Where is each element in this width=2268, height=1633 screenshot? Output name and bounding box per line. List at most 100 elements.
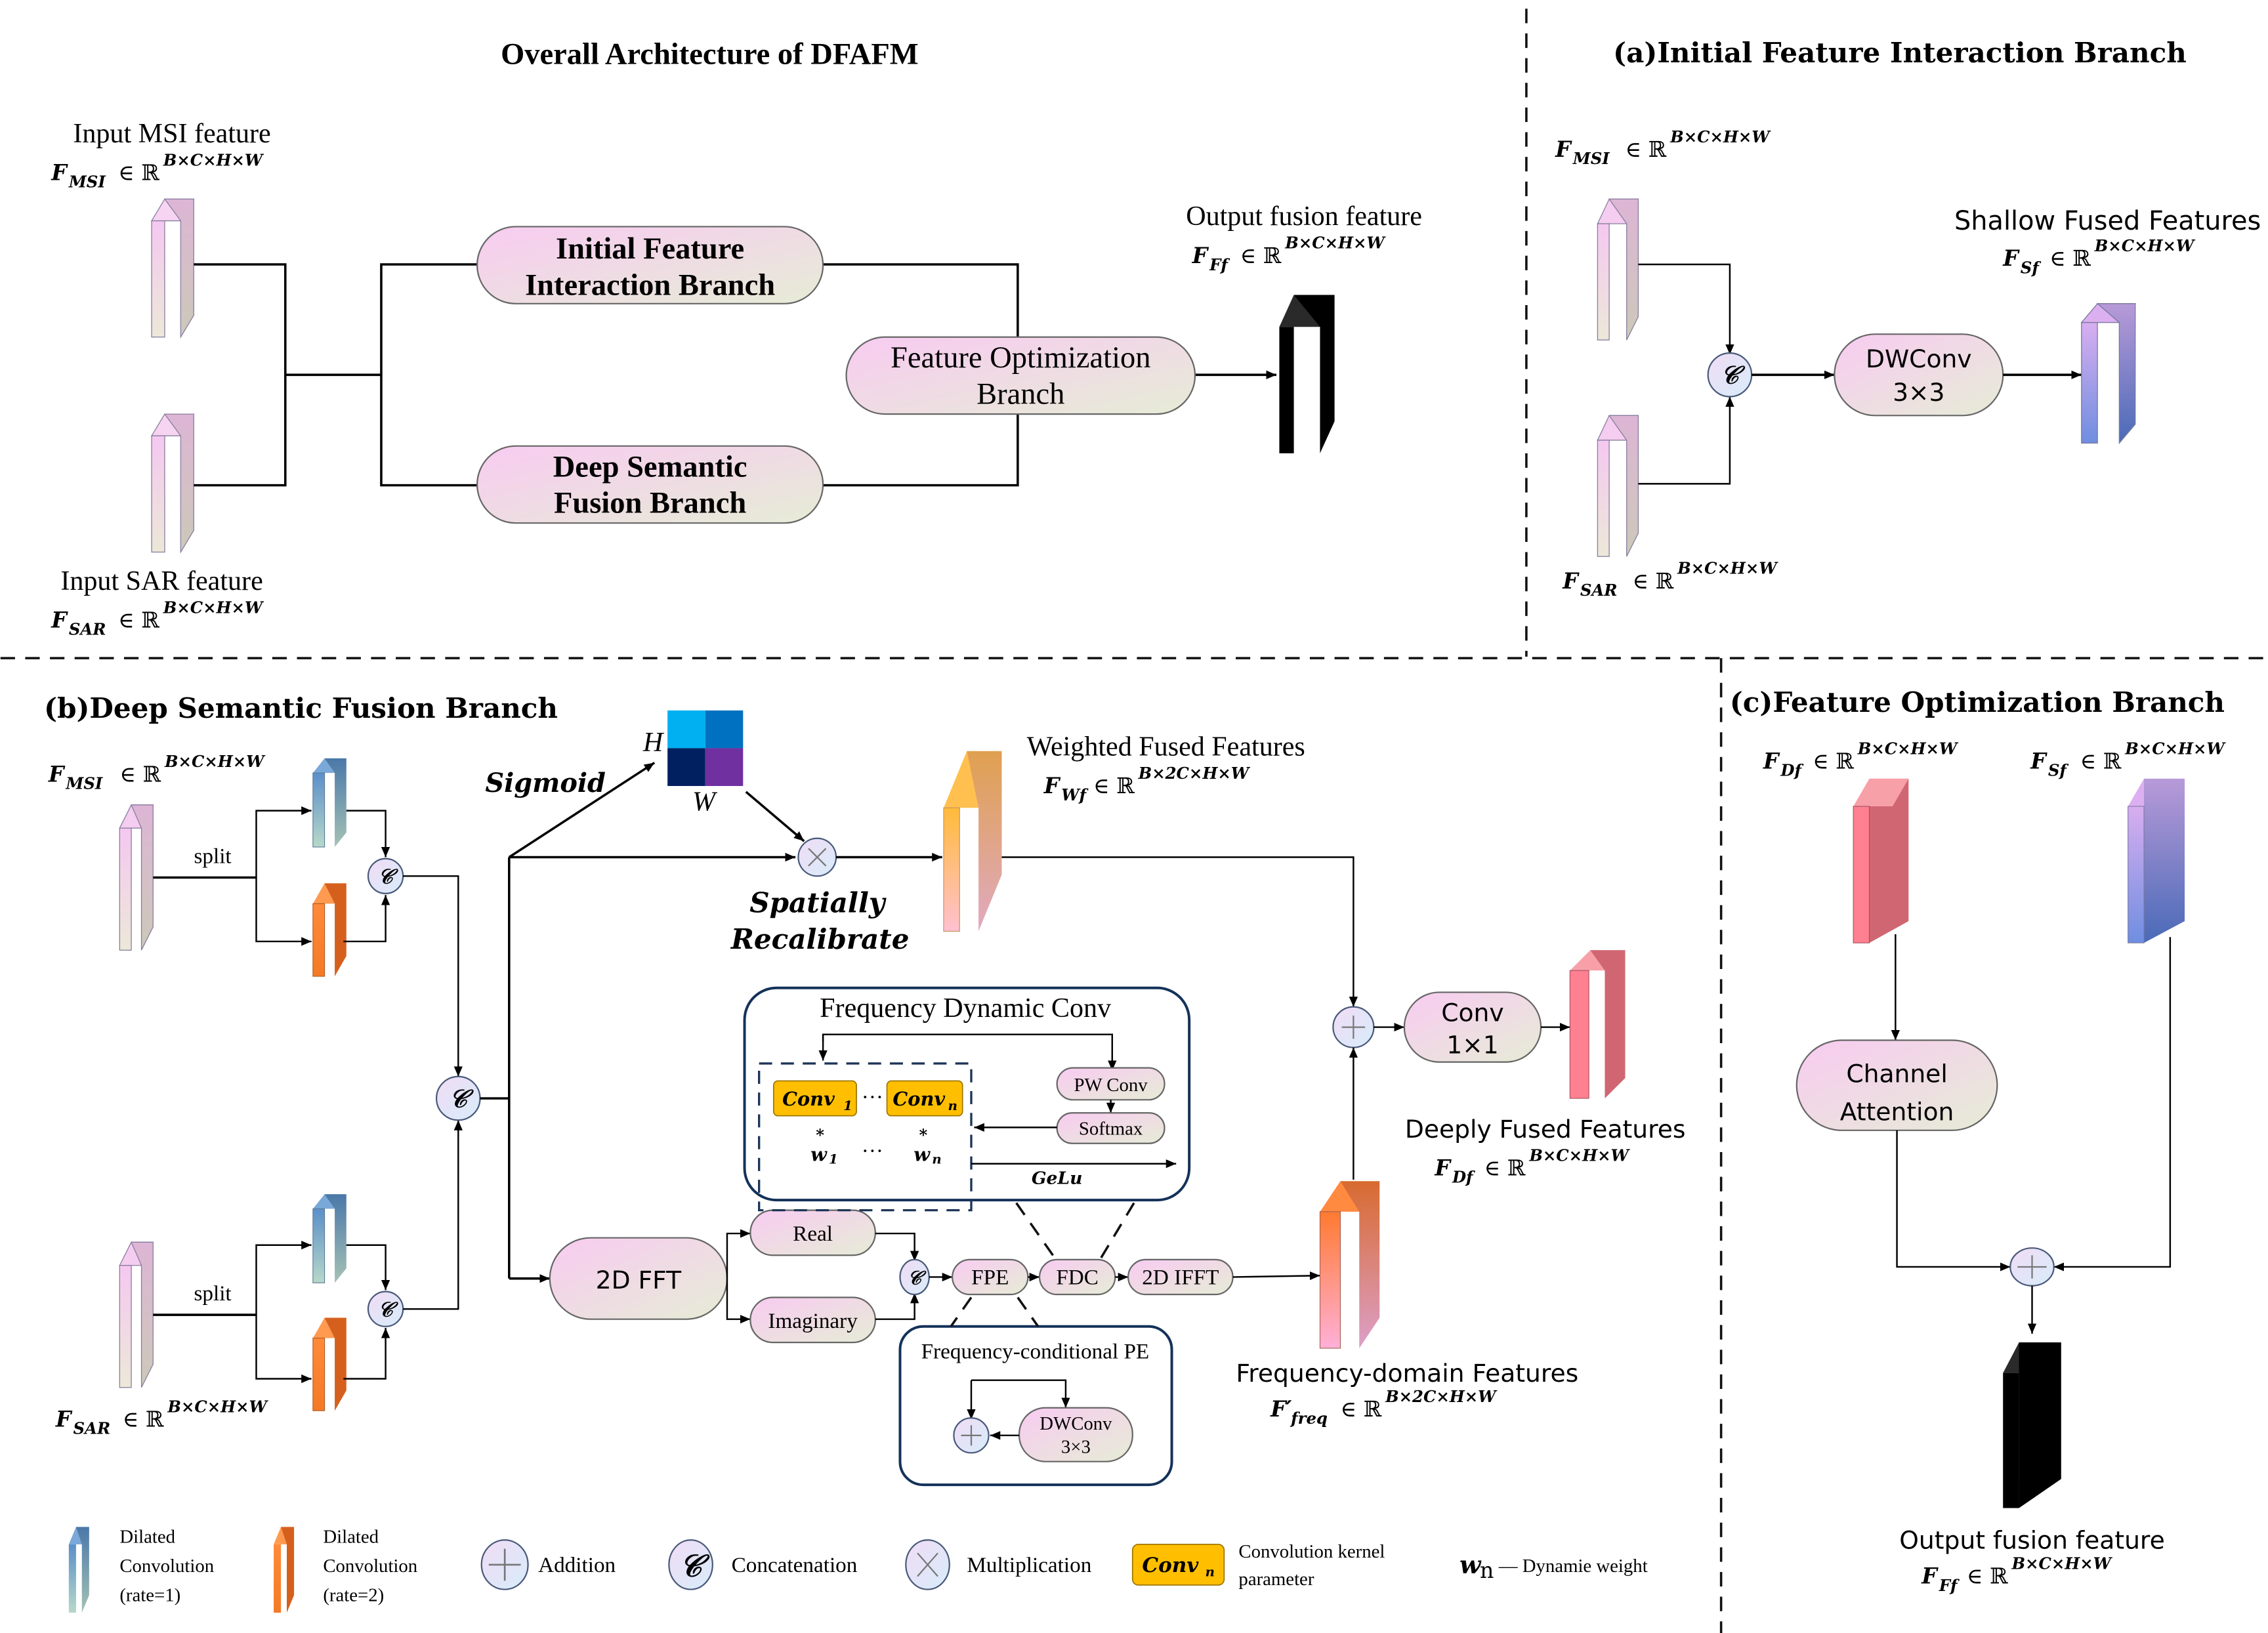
svg-text:DWConv: DWConv bbox=[1040, 1413, 1112, 1434]
svg-text:Multiplication: Multiplication bbox=[967, 1553, 1091, 1577]
panel-a-sar-formula: F SAR ∈ ℝ B×C×H×W bbox=[1562, 559, 1778, 600]
input-msi-label: Input MSI feature bbox=[73, 119, 270, 149]
svg-text:F: F bbox=[2030, 748, 2048, 774]
svg-text:Frequency-conditional PE: Frequency-conditional PE bbox=[921, 1339, 1150, 1363]
svg-text:SAR: SAR bbox=[73, 1419, 110, 1438]
svg-text:Convolution kernel: Convolution kernel bbox=[1238, 1541, 1385, 1562]
svg-text:1: 1 bbox=[829, 1151, 838, 1167]
svg-text:Sf: Sf bbox=[2021, 258, 2042, 277]
deep-semantic-fusion-branch-block[interactable]: Deep Semantic Fusion Branch bbox=[476, 445, 824, 524]
weighted-fused-formula: F Wf ∈ ℝ B×2C×H×W bbox=[1043, 764, 1251, 804]
fpe-dwconv-block[interactable]: DWConv 3×3 bbox=[1018, 1407, 1133, 1462]
svg-text:∈ ℝ: ∈ ℝ bbox=[1484, 1155, 1526, 1180]
conv1-kernel: Conv 1 bbox=[772, 1080, 857, 1117]
legend: Dilated Convolution (rate=1) Dilated Con… bbox=[68, 1527, 1648, 1613]
svg-text:Ff: Ff bbox=[1939, 1576, 1960, 1595]
svg-text:∈ ℝ: ∈ ℝ bbox=[1340, 1396, 1381, 1422]
output-fusion-label: Output fusion feature bbox=[1186, 201, 1422, 232]
feature-optimization-branch-block[interactable]: Feature Optimization Branch bbox=[845, 336, 1196, 415]
svg-text:w: w bbox=[810, 1143, 828, 1165]
svg-text:H: H bbox=[642, 728, 665, 758]
svg-text:Concatenation: Concatenation bbox=[732, 1553, 858, 1577]
ifft-2d-block[interactable]: 2D IFFT bbox=[1127, 1258, 1234, 1296]
svg-text:F: F bbox=[1555, 136, 1572, 162]
svg-text:B×C×H×W: B×C×H×W bbox=[2011, 1554, 2113, 1573]
svg-text:F: F bbox=[1763, 748, 1780, 774]
panel-a-dwconv-block[interactable]: DWConv 3×3 bbox=[1834, 333, 2004, 417]
input-msi-formula: F MSI ∈ ℝ B×C×H×W bbox=[51, 150, 264, 191]
concat-node-fft: 𝒞 bbox=[899, 1258, 930, 1296]
heatmap-cell-1 bbox=[705, 710, 744, 749]
svg-text:MSI: MSI bbox=[65, 774, 103, 793]
gelu-label: GeLu bbox=[1032, 1168, 1083, 1189]
svg-text:B×C×H×W: B×C×H×W bbox=[164, 752, 266, 771]
svg-text:Dilated: Dilated bbox=[119, 1527, 175, 1548]
channel-attention-block[interactable]: Channel Attention bbox=[1796, 1039, 1998, 1131]
frequency-conditional-pe-box: Frequency-conditional PE DWConv 3×3 bbox=[898, 1325, 1173, 1487]
panel-a-concat-node: 𝒞 bbox=[1707, 352, 1753, 398]
fft-2d-block[interactable]: 2D FFT bbox=[549, 1237, 728, 1320]
svg-text:1: 1 bbox=[843, 1098, 852, 1113]
softmax-block[interactable]: Softmax bbox=[1056, 1112, 1166, 1144]
svg-text:B×C×H×W: B×C×H×W bbox=[1284, 234, 1386, 253]
svg-text:B×C×H×W: B×C×H×W bbox=[1857, 739, 1959, 758]
svg-text:B×2C×H×W: B×2C×H×W bbox=[1138, 764, 1251, 783]
svg-text:SAR: SAR bbox=[69, 620, 106, 639]
panel-c-output-feature-map bbox=[2003, 1342, 2061, 1508]
real-block[interactable]: Real bbox=[749, 1209, 876, 1256]
svg-text:Wf: Wf bbox=[1061, 785, 1088, 804]
svg-text:···: ··· bbox=[862, 1085, 883, 1109]
svg-text:Deep Semantic: Deep Semantic bbox=[553, 450, 747, 484]
svg-text:F: F bbox=[1043, 773, 1061, 798]
svg-text:∈ ℝ: ∈ ℝ bbox=[1240, 243, 1282, 268]
svg-text:Frequency Dynamic Conv: Frequency Dynamic Conv bbox=[820, 993, 1112, 1023]
input-sar-feature-map bbox=[150, 413, 195, 554]
deeply-fused-feature-map bbox=[1569, 950, 1626, 1099]
legend-concatenation: 𝒞 Concatenation bbox=[668, 1539, 858, 1590]
svg-text:3×3: 3×3 bbox=[1893, 378, 1944, 407]
svg-text:F: F bbox=[55, 1407, 73, 1432]
frequency-domain-label: Frequency-domain Features bbox=[1236, 1359, 1578, 1388]
overall-architecture: Overall Architecture of DFAFM Input MSI … bbox=[51, 37, 1422, 638]
svg-text:MSI: MSI bbox=[68, 173, 106, 192]
output-fusion-feature-map bbox=[1279, 295, 1335, 453]
panel-b-title: (b)Deep Semantic Fusion Branch bbox=[44, 692, 558, 724]
panel-c-output-label: Output fusion feature bbox=[1899, 1526, 2164, 1555]
fpe-addition-node bbox=[953, 1417, 990, 1454]
svg-text:*: * bbox=[816, 1125, 824, 1144]
legend-dilated-rate2: Dilated Convolution (rate=2) bbox=[274, 1527, 417, 1613]
svg-text:Channel: Channel bbox=[1846, 1060, 1947, 1088]
panel-b-sar-feature-map bbox=[119, 1241, 154, 1388]
spatially-label: Spatially bbox=[749, 886, 887, 919]
dilated-conv-rate1-top bbox=[312, 758, 346, 848]
panel-c-df-feature-map bbox=[1853, 778, 1909, 943]
svg-text:*: * bbox=[919, 1125, 928, 1144]
deeply-fused-formula: F Df ∈ ℝ B×C×H×W bbox=[1434, 1146, 1630, 1186]
split-label-bottom: split bbox=[194, 1281, 232, 1306]
svg-text:∈ ℝ: ∈ ℝ bbox=[118, 608, 159, 633]
svg-text:n: n bbox=[1480, 1558, 1494, 1583]
conv1x1-block[interactable]: Conv 1×1 bbox=[1403, 991, 1542, 1063]
svg-text:···: ··· bbox=[862, 1139, 883, 1163]
heatmap-cell-2 bbox=[667, 748, 705, 786]
svg-text:∈ ℝ: ∈ ℝ bbox=[123, 1407, 164, 1432]
svg-text:(rate=1): (rate=1) bbox=[119, 1584, 180, 1605]
svg-text:Sf: Sf bbox=[2048, 760, 2069, 779]
panel-a-title: (a)Initial Feature Interaction Branch bbox=[1613, 36, 2187, 69]
svg-text:— Dynamie weight: — Dynamie weight bbox=[1498, 1556, 1648, 1577]
legend-dynamic-weight: w n — Dynamie weight bbox=[1460, 1550, 1648, 1583]
fpe-block[interactable]: FPE bbox=[952, 1258, 1029, 1296]
svg-text:n: n bbox=[948, 1098, 957, 1113]
panel-a-sar-feature-map bbox=[1597, 415, 1639, 557]
dilated-conv-rate2-bottom bbox=[312, 1317, 346, 1411]
svg-text:n: n bbox=[1206, 1564, 1215, 1580]
legend-multiplication: Multiplication bbox=[905, 1539, 1092, 1590]
imaginary-block[interactable]: Imaginary bbox=[749, 1296, 876, 1344]
fdc-block[interactable]: FDC bbox=[1038, 1258, 1116, 1296]
svg-text:Convolution: Convolution bbox=[323, 1556, 417, 1577]
pw-conv-block[interactable]: PW Conv bbox=[1056, 1067, 1166, 1101]
initial-feature-interaction-branch-block[interactable]: Initial Feature Interaction Branch bbox=[476, 226, 824, 304]
svg-text:DWConv: DWConv bbox=[1866, 344, 1972, 373]
svg-text:SAR: SAR bbox=[1580, 581, 1618, 600]
svg-text:B×C×H×W: B×C×H×W bbox=[163, 150, 264, 169]
